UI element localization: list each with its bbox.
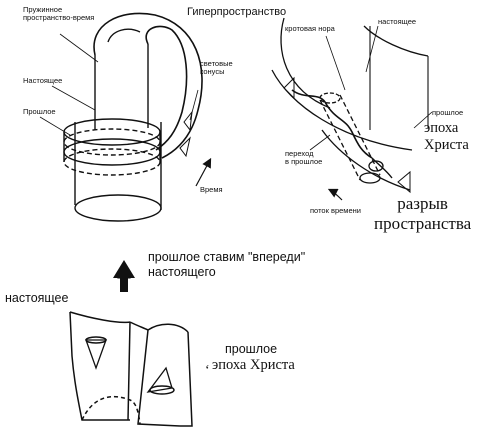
transition-label: переход в прошлое [285, 150, 322, 167]
past-label-left: Прошлое [23, 108, 56, 116]
time-label: Время [200, 186, 223, 194]
space-rupture-label: разрыв пространства [374, 194, 471, 233]
present-label-bottom: настоящее [5, 292, 68, 306]
era-christ-label-right: эпоха Христа [424, 120, 469, 153]
light-cones-label: световые конусы [200, 60, 233, 77]
wormhole-label: кротовая нора [285, 25, 335, 33]
past-label-right: прошлое [432, 109, 463, 117]
quote-mark-icon: ‘ [205, 363, 210, 378]
time-flow-arrow [330, 190, 342, 200]
time-flow-label: поток времени [310, 207, 361, 215]
up-arrow-icon [113, 260, 135, 292]
folded-sheets-figure [70, 312, 192, 426]
hyperspace-title: Гиперпространство [187, 6, 286, 18]
spring-spacetime-label: Пружинное пространство-время [23, 6, 94, 23]
time-arrow [196, 160, 210, 186]
past-label-bottom: прошлое [225, 343, 277, 357]
spring-spacetime-figure [40, 13, 202, 221]
present-label-right: настоящее [378, 18, 416, 26]
caption-past-in-front: прошлое ставим "впереди" настоящего [148, 250, 305, 280]
era-christ-label-bottom: эпоха Христа [212, 358, 295, 374]
present-label-left: Настоящее [23, 77, 62, 85]
